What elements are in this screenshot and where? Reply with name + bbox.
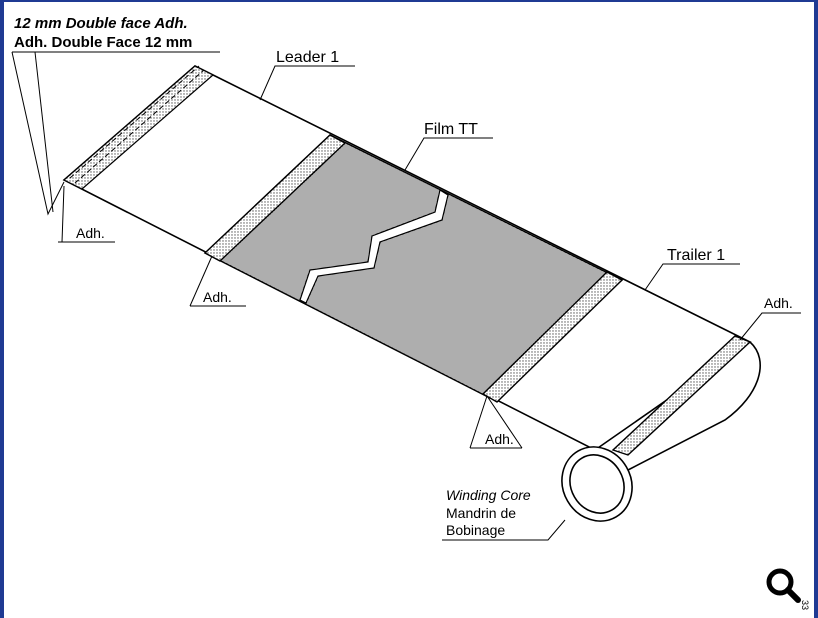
leader-lines — [11, 51, 801, 541]
heading-line1: 12 mm Double face Adh. — [14, 15, 188, 32]
magnifier-icon[interactable] — [766, 568, 801, 603]
label-core-line2: Mandrin de — [446, 505, 516, 521]
heading-line2: Adh. Double Face 12 mm — [14, 34, 192, 51]
label-trailer: Trailer 1 — [667, 247, 725, 264]
label-core-line3: Bobinage — [446, 522, 505, 538]
film-region — [203, 134, 624, 403]
winding-core — [561, 446, 633, 522]
label-leader: Leader 1 — [276, 49, 339, 66]
label-adh-mid-left: Adh. — [203, 289, 232, 305]
trailer-adhesive — [611, 335, 752, 456]
corner-code: 33 — [800, 600, 810, 610]
label-core-line1: Winding Core — [446, 487, 531, 503]
double-face-adhesive — [62, 65, 215, 190]
label-adh-mid-right: Adh. — [485, 431, 514, 447]
label-adh-left: Adh. — [76, 225, 105, 241]
label-adh-right: Adh. — [764, 295, 793, 311]
label-film: Film TT — [424, 121, 478, 138]
